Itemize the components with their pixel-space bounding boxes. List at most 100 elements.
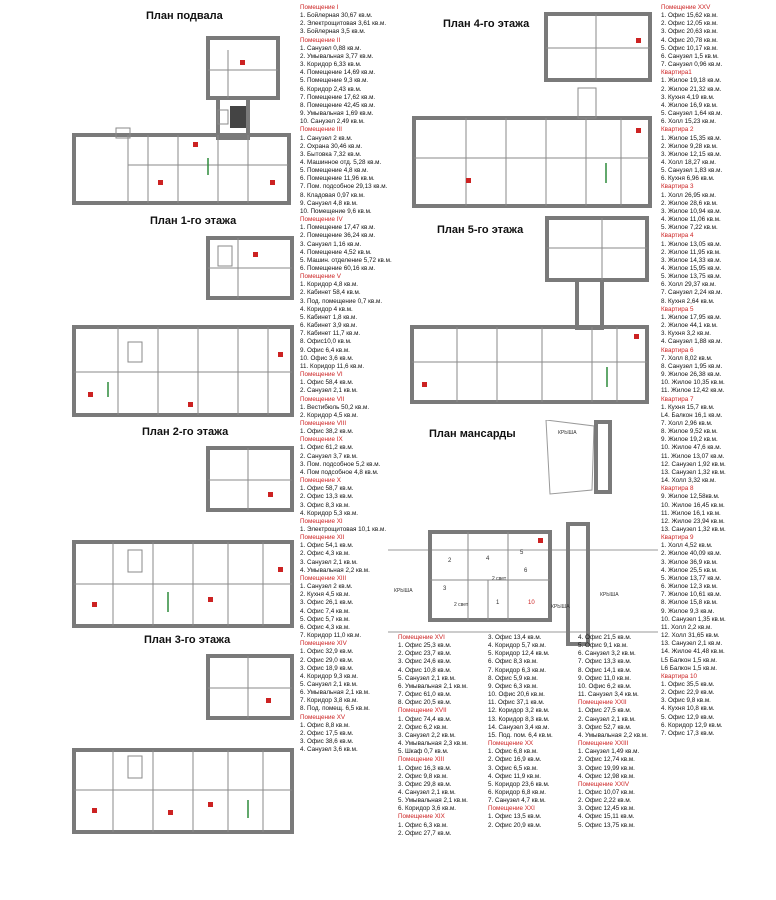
legend-item: 10. Жилое 10,35 кв.м. xyxy=(661,379,725,387)
legend-item: 4. Офис 11,9 кв.м. xyxy=(488,772,541,780)
legend-item: 3. Бойлерная 3,5 кв.м. xyxy=(300,28,366,36)
legend-item: 3. Жилое 14,33 кв.м. xyxy=(661,256,722,264)
title-floor-5: План 5-го этажа xyxy=(437,224,524,236)
legend-item: 4. Жилое 16,9 кв.м. xyxy=(661,101,718,109)
legend-item: 6. Офис 8,3 кв.м. xyxy=(488,658,538,666)
legend-item: 4. Коридор 5,7 кв.м. xyxy=(488,642,547,650)
legend-item: 5. Санузел 2,1 кв.м. xyxy=(300,680,358,688)
legend-item: 2. Офис 20,9 кв.м. xyxy=(488,821,542,829)
legend-item: 2. Жилое 9,28 кв.м. xyxy=(661,142,718,150)
legend-item: 5. Кабинет 1,8 кв.м. xyxy=(300,313,358,321)
legend-item: 14. Жилое 41,48 кв.м. xyxy=(661,648,725,656)
legend-item: 2. Жилое 11,95 кв.м. xyxy=(661,248,721,256)
legend-item: 7. Кабинет 11,7 кв.м. xyxy=(300,330,361,338)
legend-item: 6. Коридор 6,8 кв.м. xyxy=(488,788,547,796)
legend-item: 7. Коридор 3,8 кв.м. xyxy=(300,697,359,705)
legend-item: 3. Офис 8,3 кв.м. xyxy=(300,501,350,509)
legend-item: 7. Санузел 4,7 кв.м. xyxy=(488,797,546,805)
legend-item: 2. Жилое 44,1 кв.м. xyxy=(661,322,718,330)
legend-item: 1. Офис 16,3 кв.м. xyxy=(398,764,452,772)
legend-item: 11. Коридор 11,6 кв.м. xyxy=(300,362,365,370)
legend-heading: Помещение XXII xyxy=(578,699,627,707)
legend-item: 1. Офис 38,2 кв.м. xyxy=(300,428,354,436)
title-attic: План мансарды xyxy=(429,428,516,440)
legend-item: 6. Санузел 1,5 кв.м. xyxy=(661,52,719,60)
legend-item: 1. Жилое 13,05 кв.м. xyxy=(661,240,722,248)
legend-item: 1. Офис 61,2 кв.м. xyxy=(300,444,354,452)
legend-heading: Помещение XV xyxy=(300,713,346,721)
legend-item: 1. Санузел 2 кв.м. xyxy=(300,583,353,591)
attic-room-4: 4 xyxy=(486,556,490,562)
legend-item: 14. Холл 3,32 кв.м. xyxy=(661,477,717,485)
legend-item: 9. Жилое 9,3 кв.м. xyxy=(661,607,715,615)
legend-item: 6. Кухня 6,96 кв.м. xyxy=(661,175,715,183)
legend-heading: Квартира 9 xyxy=(661,534,694,542)
legend-heading: Помещение III xyxy=(300,126,342,134)
legend-item: 2. Санузел 2,1 кв.м. xyxy=(578,715,636,723)
attic-room-3: 3 xyxy=(443,586,447,592)
legend-item: 5. Шкаф 0,7 кв.м. xyxy=(398,748,449,756)
legend-item: 1. Санузел 2 кв.м. xyxy=(300,134,353,142)
legend-heading: Помещение V xyxy=(300,273,341,281)
legend-item: 4. Умывальная 2,3 кв.м. xyxy=(398,740,468,748)
legend-item: 1. Офис 8,8 кв.м. xyxy=(300,721,350,729)
legend-heading: Квартира 8 xyxy=(661,485,694,493)
legend-item: 11. Офис 37,1 кв.м. xyxy=(488,699,545,707)
legend-item: 7. Жилое 10,61 кв.м. xyxy=(661,591,722,599)
legend-item: 5. Коридор 23,6 кв.м. xyxy=(488,780,550,788)
legend-heading: Квартира1 xyxy=(661,69,692,77)
legend-item: 5. Коридор 12,4 кв.м. xyxy=(488,650,550,658)
legend-heading: Помещение XIII xyxy=(300,574,347,582)
legend-item: 3. Офис 26,1 кв.м. xyxy=(300,599,354,607)
title-floor-2: План 2-го этажа xyxy=(142,426,229,438)
legend-item: 8. Офис 14,1 кв.м. xyxy=(578,666,632,674)
title-basement: План подвала xyxy=(146,10,223,22)
title-floor-3: План 3-го этажа xyxy=(144,634,231,646)
legend-item: 12. Жилое 23,94 кв.м. xyxy=(661,517,725,525)
legend-item: 2. Охрана 30,46 кв.м. xyxy=(300,142,363,150)
legend-item: 9. Жилое 12,58кв.м. xyxy=(661,493,720,501)
legend-item: 1. Офис 58,7 кв.м. xyxy=(300,485,354,493)
legend-item: 4. Санузел 3,6 кв.м. xyxy=(300,746,358,754)
legend-item: 5. Офис 12,9 кв.м. xyxy=(661,713,715,721)
legend-item: 4. Кухня 10,8 кв.м. xyxy=(661,705,715,713)
legend-item: 2. Жилое 40,09 кв.м. xyxy=(661,550,722,558)
legend-item: 4. Машинное отд. 5,28 кв.м. xyxy=(300,158,382,166)
attic-plan: КРЫША КРЫША КРЫША КРЫША 1 2 3 4 5 6 10 2… xyxy=(388,420,658,648)
legend-item: 2. Офис 12,05 кв.м. xyxy=(661,20,718,28)
legend-item: 7. Холл 8,02 кв.м. xyxy=(661,354,713,362)
legend-item: 1. Санузел 0,88 кв.м. xyxy=(300,44,362,52)
legend-heading: Помещение XI xyxy=(300,517,343,525)
legend-item: 7. Коридор 6,3 кв.м. xyxy=(488,666,547,674)
legend-item: 4. Офис 7,4 кв.м. xyxy=(300,607,350,615)
legend-item: 11. Холл 2,2 кв.м. xyxy=(661,623,713,631)
attic-roof-label-1: КРЫША xyxy=(558,430,577,436)
legend-column-4: 4. Офис 21,5 кв.м.5. Офис 9,1 кв.м.6. Са… xyxy=(578,634,648,830)
legend-item: 7. Пом. подсобное 29,13 кв.м. xyxy=(300,183,388,191)
floor-4-plan xyxy=(406,8,656,213)
legend-item: 8. Офис 20,5 кв.м. xyxy=(398,699,452,707)
legend-item: 3. Кухня 4,19 кв.м. xyxy=(661,93,715,101)
legend-item: 6. Помещение 60,16 кв.м. xyxy=(300,265,376,272)
legend-item: 7. Офис 13,3 кв.м. xyxy=(578,658,632,666)
legend-item: 2. Офис 6,2 кв.м. xyxy=(398,723,448,731)
legend-item: 2. Офис 23,7 кв.м. xyxy=(398,650,452,658)
legend-item: 3. Офис 38,6 кв.м. xyxy=(300,738,354,746)
legend-item: 1. Офис 13,5 кв.м. xyxy=(488,813,542,821)
legend-item: 13. Санузел 1,32 кв.м. xyxy=(661,468,726,476)
legend-item: 4. Коридор 5,3 кв.м. xyxy=(300,509,359,517)
legend-item: 4. Санузел 1,88 кв.м. xyxy=(661,338,723,346)
legend-item: 5. Санузел 2,1 кв.м. xyxy=(398,674,456,682)
legend-item: 4. Санузел 2,1 кв.м. xyxy=(398,788,456,796)
legend-item: 3. Пом. подсобное 5,2 кв.м. xyxy=(300,460,381,468)
legend-item: 14. Санузел 3,4 кв.м. xyxy=(488,723,550,731)
legend-item: 9. Санузел 4,8 кв.м. xyxy=(300,199,358,207)
legend-item: 2. Офис 16,9 кв.м. xyxy=(488,756,542,764)
legend-item: 13. Коридор 8,3 кв.м. xyxy=(488,715,550,723)
legend-heading: Помещение XIX xyxy=(398,813,445,821)
attic-room-5: 5 xyxy=(520,550,524,556)
legend-heading: Помещение XXI xyxy=(488,805,535,813)
floor-1-plan xyxy=(68,232,300,422)
